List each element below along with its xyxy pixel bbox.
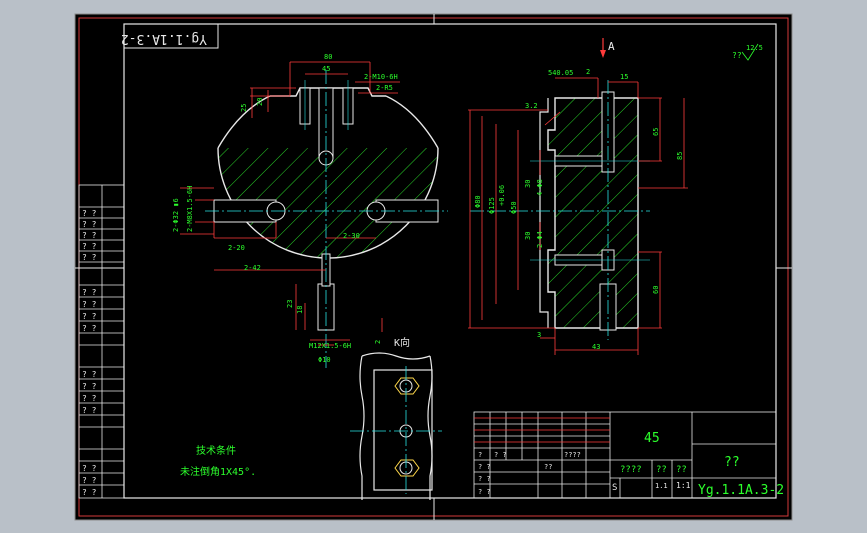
qmark: ???? — [620, 465, 642, 475]
tech-notes: 技术条件 未注倒角1X45°. — [180, 444, 256, 478]
dim-4phi8: 4-Φ8 — [536, 179, 544, 196]
roughness-note: ?? 12.5 — [732, 43, 763, 61]
quantity: 1.1 — [655, 482, 668, 490]
lc-cell-1: ? ? — [82, 209, 97, 218]
roughness-qmark: ?? — [732, 51, 742, 60]
dim-r5: 2-R5 — [376, 84, 393, 92]
lc-cell-6: ? ? — [82, 288, 97, 297]
dim-3: 3 — [537, 331, 541, 339]
title-cn: ?? — [724, 455, 740, 470]
centring-marks — [75, 14, 792, 520]
side-section-view — [470, 80, 650, 340]
title-block — [473, 411, 777, 499]
dim-tol: +0.06 — [498, 185, 506, 206]
k-view: K向 — [350, 336, 442, 500]
dim-80: 80 — [324, 53, 332, 61]
lc-cell-8: ? ? — [82, 312, 97, 321]
lc-cell-14: ? ? — [82, 464, 97, 473]
section-a-marker: A — [600, 38, 615, 58]
dim-phi10: Φ10 — [318, 356, 331, 364]
dim-m8: 2-Φ32 ▮6 — [172, 198, 180, 232]
tech-note: 未注倒角1X45°. — [180, 465, 256, 478]
tech-title: 技术条件 — [196, 444, 236, 457]
lc-cell-4: ? ? — [82, 242, 97, 251]
tb-mark-2: ? ? — [494, 451, 507, 459]
dim-540: 540.05 — [548, 69, 573, 77]
dim-3-2: 3.2 — [525, 102, 538, 110]
dim-2phi4: 2-Φ4 — [536, 231, 544, 248]
tb-mark-6: ???? — [564, 451, 581, 459]
dim-phi125: Φ125 — [488, 197, 496, 214]
roughness-value: 12.5 — [746, 44, 763, 52]
s-mark: S — [612, 483, 617, 493]
dim-15: 15 — [620, 73, 628, 81]
lc-cell-12: ? ? — [82, 394, 97, 403]
title-block-text: ? ? ? ? ? ? ? ? ? ???? ?? 45 ?? ???? ?? … — [478, 431, 784, 498]
dim-2r: 2 — [586, 68, 590, 76]
lc-cell-9: ? ? — [82, 324, 97, 333]
right-view-dim-text: 540.05 2 15 65 85 3.2 30 4-Φ8 30 2-Φ4 Φ5… — [474, 68, 684, 351]
lc-cell-3: ? ? — [82, 231, 97, 240]
tb-mark-4: ? ? — [478, 475, 491, 483]
scale: 1:1 — [676, 481, 691, 490]
qq-2: ?? — [676, 465, 687, 475]
dim-30b: 30 — [524, 232, 532, 240]
dim-phi80: Φ80 — [474, 195, 482, 208]
qq-1: ?? — [656, 465, 667, 475]
dim-20: 20 — [256, 98, 264, 106]
lc-cell-10: ? ? — [82, 370, 97, 379]
dim-m10: 2-M10-6H — [364, 73, 398, 81]
lc-cell-11: ? ? — [82, 382, 97, 391]
dim-2-20: 2-20 — [228, 244, 245, 252]
tb-mark-7: ?? — [544, 463, 552, 471]
dim-m8b: 2-M8X1.5-6H — [186, 186, 194, 232]
dim-43: 43 — [592, 343, 600, 351]
lc-cell-7: ? ? — [82, 300, 97, 309]
tb-mark-3: ? ? — [478, 463, 491, 471]
right-view-dims — [468, 77, 688, 355]
sheet — [74, 13, 793, 521]
lc-cell-16: ? ? — [82, 488, 97, 497]
left-view-dims — [180, 61, 400, 346]
lc-cell-5: ? ? — [82, 253, 97, 262]
dim-18: 18 — [296, 306, 304, 314]
dim-2-42: 2-42 — [244, 264, 261, 272]
dim-phi50: Φ50 — [510, 201, 518, 214]
dim-45: 45 — [322, 65, 330, 73]
left-column-table — [78, 184, 125, 499]
dim-30a: 30 — [524, 180, 532, 188]
material: 45 — [644, 431, 660, 446]
dim-2-30: 2-30 — [343, 232, 360, 240]
tb-mark-5: ? ? — [478, 488, 491, 496]
mirrored-code-box: Yg.1.1A.3-2 — [121, 23, 219, 49]
lc-cell-2: ? ? — [82, 220, 97, 229]
left-view-dim-text: 80 45 2-M10-6H 2-R5 25 20 2-Φ32 ▮6 2-M8X… — [172, 53, 398, 364]
section-a-label: A — [608, 40, 615, 53]
dim-25: 25 — [240, 104, 248, 112]
left-column-text: ? ? ? ? ? ? ? ? ? ? ? ? ? ? ? ? ? ? ? ? … — [82, 209, 97, 497]
dim-60: 60 — [652, 286, 660, 294]
lc-cell-15: ? ? — [82, 476, 97, 485]
title-block-red-grid — [474, 417, 610, 443]
dim-2: 2 — [374, 340, 382, 344]
dim-m12: M12X1.5-6H — [309, 342, 351, 350]
drawing-code: Yg.1.1A.3-2 — [698, 483, 784, 498]
dim-65: 65 — [652, 128, 660, 136]
dim-23: 23 — [286, 300, 294, 308]
mirrored-code: Yg.1.1A.3-2 — [121, 31, 207, 46]
tb-mark-1: ? — [478, 451, 482, 459]
k-view-label: K向 — [394, 336, 410, 349]
lc-cell-13: ? ? — [82, 406, 97, 415]
dim-85: 85 — [676, 152, 684, 160]
